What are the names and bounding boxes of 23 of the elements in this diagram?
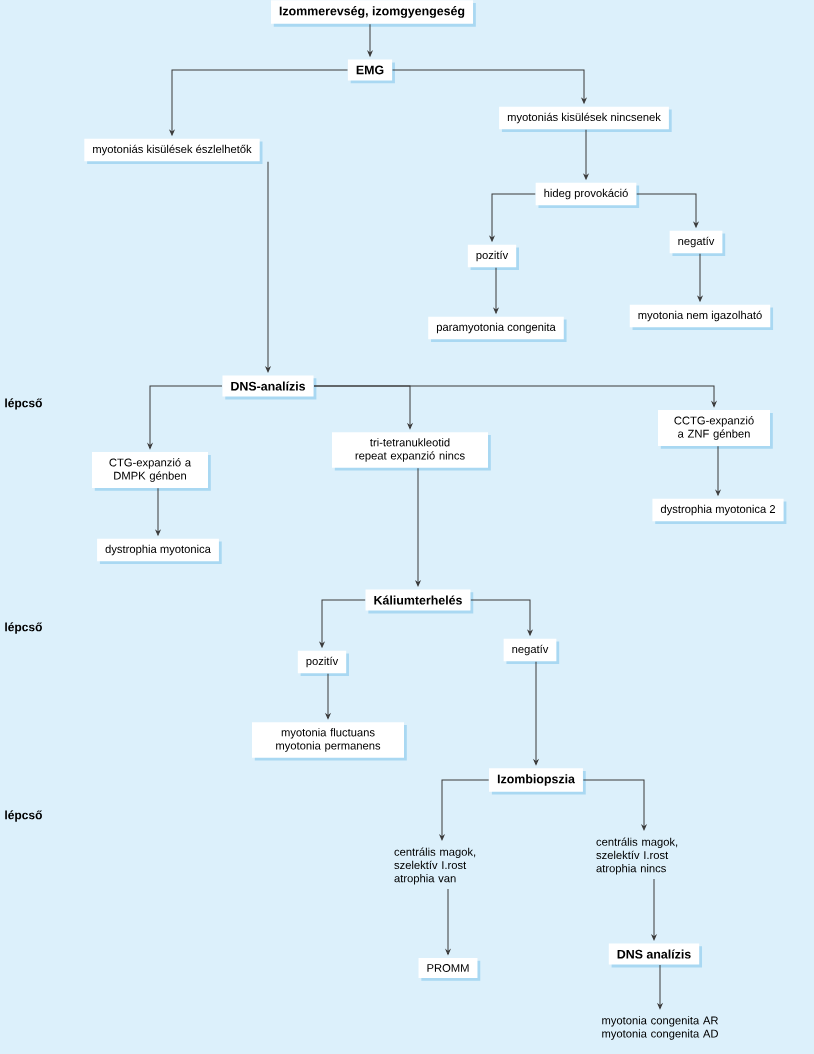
arrow [147,385,223,449]
arrow [415,467,421,587]
arrow [582,779,647,831]
arrow [265,161,271,373]
arrow [325,673,331,719]
arrow [439,779,490,841]
arrow [533,661,539,766]
arrow [493,267,499,314]
arrow [392,69,587,104]
arrow [583,129,589,180]
arrow [319,599,366,648]
arrow [313,385,717,407]
arrow [155,487,161,536]
arrow [657,964,663,1009]
arrow [169,69,348,136]
arrow [697,253,703,302]
arrow [367,23,373,57]
arrow [445,888,451,955]
arrow [651,878,657,941]
arrow [636,193,699,228]
arrow [489,193,536,242]
arrow [470,599,533,636]
arrow [715,445,721,496]
